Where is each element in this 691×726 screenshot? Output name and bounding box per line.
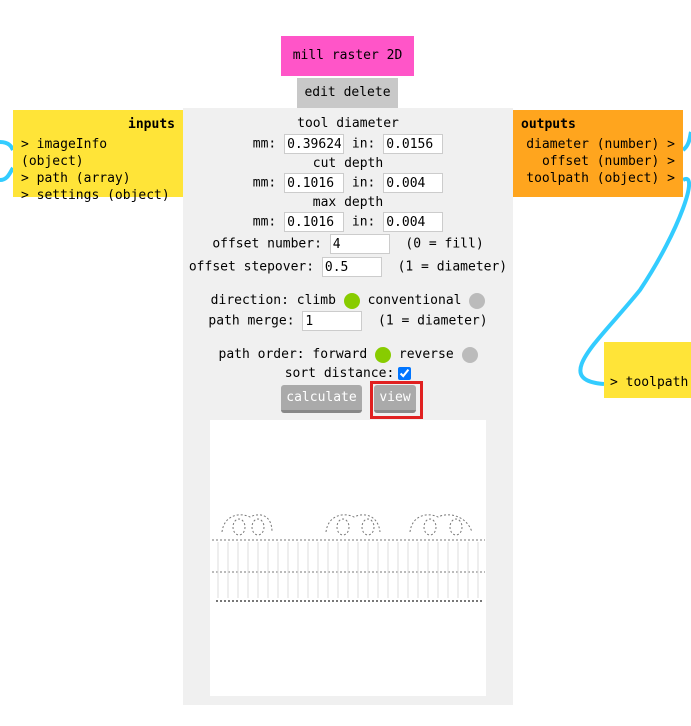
sort-distance-checkbox[interactable] — [398, 367, 412, 380]
forward-radio[interactable] — [375, 346, 392, 363]
conventional-radio[interactable] — [469, 292, 486, 309]
tool-diameter-row: mm: in: — [183, 134, 513, 155]
input-port[interactable]: > path (array) — [21, 171, 131, 186]
edit-button[interactable]: edit — [304, 85, 336, 100]
toolpath-preview-image — [212, 514, 485, 602]
offset-number-hint: (0 = fill) — [405, 236, 484, 252]
offset-number-input[interactable] — [329, 234, 390, 254]
direction-climb-label: direction: climb — [210, 293, 336, 308]
in-label: in: — [351, 214, 376, 230]
outputs-title: outputs — [521, 117, 576, 132]
max-depth-row: mm: in: — [183, 212, 513, 233]
sort-distance-label: sort distance: — [284, 366, 395, 381]
offset-stepover-row: offset stepover: (1 = diameter) — [183, 257, 513, 278]
tool-diameter-mm-input[interactable] — [284, 134, 345, 154]
toolpath-input-port[interactable]: > toolpath — [610, 375, 689, 390]
offset-stepover-hint: (1 = diameter) — [397, 259, 508, 275]
offset-number-row: offset number: (0 = fill) — [183, 234, 513, 255]
max-depth-in-input[interactable] — [383, 212, 444, 232]
reverse-radio[interactable] — [461, 346, 478, 363]
sort-distance-row: sort distance: — [183, 364, 513, 384]
offset-stepover-input[interactable] — [321, 257, 382, 277]
in-label: in: — [351, 175, 376, 191]
path-merge-hint: (1 = diameter) — [378, 313, 488, 329]
cut-depth-mm-input[interactable] — [284, 173, 345, 193]
direction-row: direction: climb conventional — [183, 291, 513, 311]
path-order-reverse-label: reverse — [398, 347, 454, 362]
output-port[interactable]: offset (number) > — [541, 154, 675, 169]
edit-delete-bar: edit delete — [297, 78, 398, 108]
input-port[interactable]: > imageInfo (object) — [21, 137, 108, 169]
direction-conventional-label: conventional — [367, 293, 462, 308]
path-merge-label: path merge: — [208, 313, 295, 329]
inputs-panel: inputs > imageInfo (object) > path (arra… — [13, 110, 183, 203]
module-title[interactable]: mill raster 2D — [281, 36, 414, 76]
output-port[interactable]: diameter (number) > — [526, 137, 675, 152]
toolpath-preview — [210, 420, 486, 696]
input-port[interactable]: > settings (object) — [21, 188, 170, 203]
path-merge-row: path merge: (1 = diameter) — [183, 311, 513, 332]
view-button[interactable]: view — [374, 385, 416, 413]
mm-label: mm: — [252, 214, 277, 230]
cut-depth-in-input[interactable] — [383, 173, 444, 193]
inputs-title: inputs — [128, 117, 175, 132]
climb-radio[interactable] — [343, 292, 360, 309]
highlight-box — [370, 381, 423, 419]
mm-label: mm: — [252, 175, 277, 191]
outputs-panel: outputs diameter (number) > offset (numb… — [513, 110, 683, 197]
cut-depth-row: mm: in: — [183, 173, 513, 194]
path-merge-input[interactable] — [302, 311, 363, 331]
mm-label: mm: — [252, 136, 277, 152]
delete-button[interactable]: delete — [343, 85, 391, 100]
in-label: in: — [351, 136, 376, 152]
cut-depth-label: cut depth — [312, 156, 384, 171]
calculate-button[interactable]: calculate — [281, 385, 362, 413]
tool-diameter-in-input[interactable] — [383, 134, 444, 154]
path-order-row: path order: forward reverse — [183, 345, 513, 365]
tool-diameter-label: tool diameter — [297, 116, 399, 131]
offset-stepover-label: offset stepover: — [188, 259, 315, 275]
max-depth-label: max depth — [312, 195, 384, 210]
path-order-forward-label: path order: forward — [218, 347, 368, 362]
output-port[interactable]: toolpath (object) > — [526, 171, 675, 186]
max-depth-mm-input[interactable] — [284, 212, 345, 232]
offset-number-label: offset number: — [212, 236, 322, 252]
toolpath-target-module: > toolpath — [604, 342, 691, 398]
